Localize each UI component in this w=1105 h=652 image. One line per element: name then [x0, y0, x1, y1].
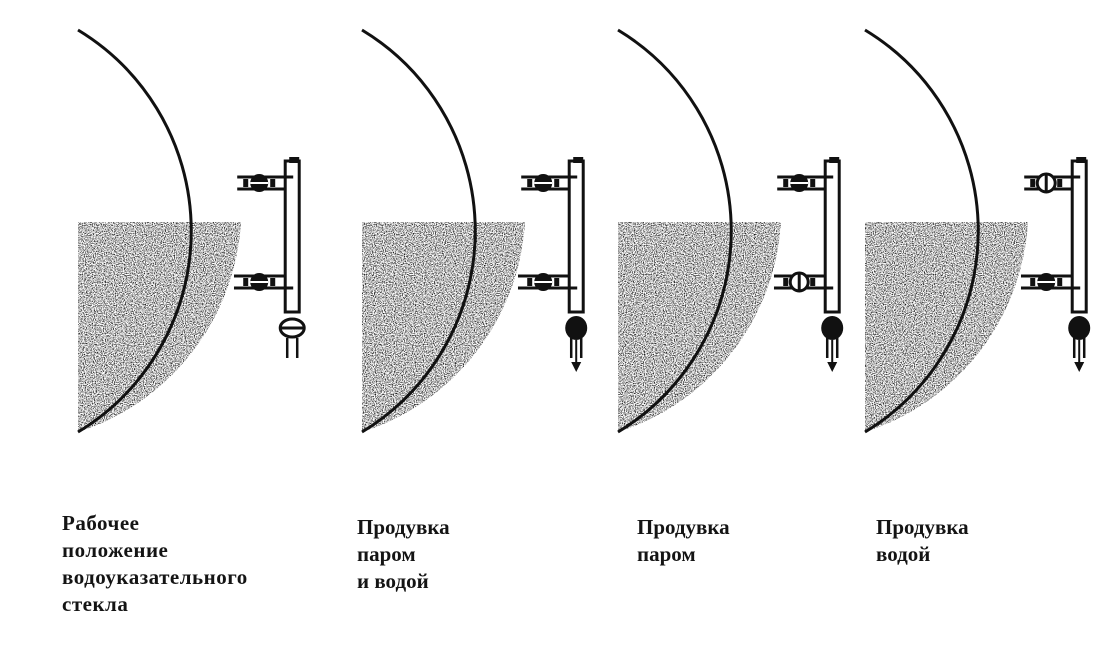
- valve-flange: [1057, 179, 1063, 187]
- flow-arrow-icon: [571, 362, 582, 372]
- valve-flange: [1057, 278, 1063, 286]
- drain-valve-open-icon: [821, 316, 844, 340]
- valve-flange: [527, 179, 533, 187]
- caption-line: Рабочее: [62, 511, 140, 535]
- top-valve: [243, 174, 276, 192]
- caption-line: и водой: [357, 569, 429, 593]
- caption-line: Продувка: [637, 515, 730, 539]
- caption-line: паром: [637, 542, 696, 566]
- gauge-cap: [573, 157, 584, 163]
- caption-line: водой: [876, 542, 931, 566]
- valve-flange: [810, 278, 816, 286]
- caption-blow-steam-and-water: Продувка паром и водой: [357, 514, 450, 595]
- caption-line: стекла: [62, 592, 129, 616]
- top-valve: [527, 174, 560, 192]
- valve-flange: [783, 179, 789, 187]
- valve-flange: [243, 179, 249, 187]
- panel-working-position: [77, 28, 306, 434]
- valve-flange: [554, 179, 560, 187]
- panel-blow-water: [864, 28, 1091, 434]
- drum-wall: [361, 28, 477, 434]
- bottom-valve: [527, 273, 560, 291]
- caption-line: Продувка: [357, 515, 450, 539]
- drum-wall: [617, 28, 733, 434]
- valve-flange: [810, 179, 816, 187]
- water-fill: [618, 222, 781, 432]
- valve-flange: [270, 179, 276, 187]
- panel-blow-steam: [617, 28, 844, 434]
- gauge-cap: [829, 157, 840, 163]
- valve-flange: [1030, 179, 1036, 187]
- caption-line: паром: [357, 542, 416, 566]
- water-fill: [865, 222, 1028, 432]
- drain-valve-open-icon: [1068, 316, 1091, 340]
- valve-flange: [554, 278, 560, 286]
- valve-flange: [243, 278, 249, 286]
- caption-line: Продувка: [876, 515, 969, 539]
- drain-valve-open-icon: [565, 316, 588, 340]
- flow-arrow-icon: [1074, 362, 1085, 372]
- gauge-cap: [1076, 157, 1087, 163]
- valve-flange: [1030, 278, 1036, 286]
- caption-working-position: Рабочее положение водоуказательного стек…: [62, 510, 248, 618]
- bottom-valve: [243, 273, 276, 291]
- valve-flange: [783, 278, 789, 286]
- bottom-valve: [783, 271, 816, 293]
- caption-line: водоуказательного: [62, 565, 248, 589]
- drum-wall: [864, 28, 980, 434]
- caption-line: положение: [62, 538, 169, 562]
- top-valve: [783, 174, 816, 192]
- top-valve: [1030, 172, 1063, 194]
- caption-blow-water: Продувка водой: [876, 514, 969, 568]
- water-fill: [78, 222, 241, 432]
- valve-flange: [527, 278, 533, 286]
- gauge-cap: [289, 157, 300, 163]
- valve-flange: [270, 278, 276, 286]
- water-fill: [362, 222, 525, 432]
- bottom-valve: [1030, 273, 1063, 291]
- flow-arrow-icon: [827, 362, 838, 372]
- caption-blow-steam: Продувка паром: [637, 514, 730, 568]
- panel-blow-steam-and-water: [361, 28, 588, 434]
- drum-wall: [77, 28, 193, 434]
